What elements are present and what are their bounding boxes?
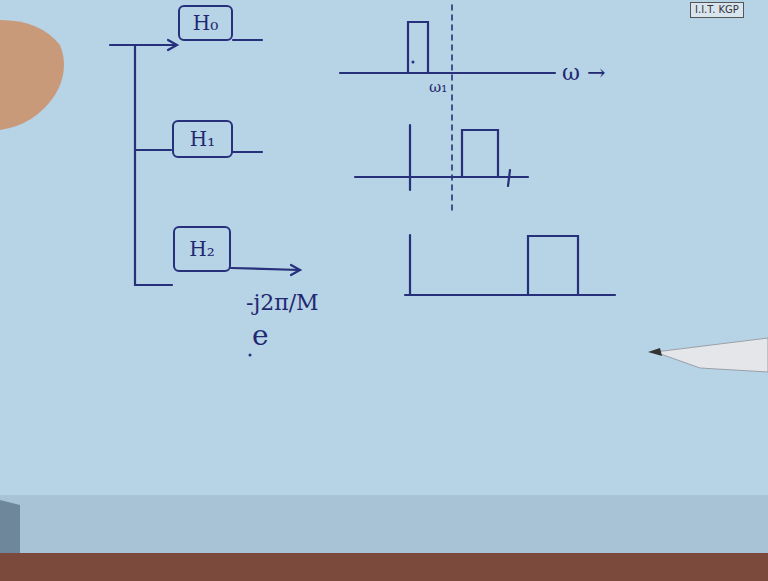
logo-text: I.I.T. KGP <box>690 2 744 18</box>
filter-box: H₁ <box>172 120 233 158</box>
filter-box: H₂ <box>173 226 231 272</box>
output-wire <box>233 39 262 41</box>
split-wire <box>135 45 172 285</box>
passband <box>528 236 578 295</box>
input-wire <box>110 44 176 46</box>
desk-edge <box>0 495 768 555</box>
passband <box>462 130 498 177</box>
filter-name: H₀ <box>193 13 218 33</box>
freq-axis <box>405 294 615 296</box>
filter-name: H₁ <box>190 129 215 149</box>
annotation: e <box>252 322 269 350</box>
amplitude-axis <box>409 235 411 295</box>
dot <box>412 61 415 64</box>
pen <box>655 338 768 372</box>
freq-axis <box>355 176 528 178</box>
freq-axis <box>340 72 555 74</box>
arrow-head <box>168 40 177 50</box>
amplitude-axis <box>409 125 411 190</box>
annotation: ω → <box>562 62 605 84</box>
table <box>0 553 768 581</box>
filter-box: H₀ <box>178 5 233 41</box>
tick <box>508 170 510 186</box>
hand <box>0 20 64 130</box>
output-wire <box>233 151 262 153</box>
output-wire <box>231 268 300 270</box>
pen-tip <box>648 348 662 356</box>
dashed-marker <box>451 5 453 210</box>
arrow-head <box>291 265 300 275</box>
passband <box>408 22 428 73</box>
annotation: -j2π/M <box>246 292 319 314</box>
dot <box>249 354 252 357</box>
filter-name: H₂ <box>189 239 214 259</box>
branch-wire <box>135 149 171 151</box>
annotation: ω₁ <box>429 80 447 95</box>
